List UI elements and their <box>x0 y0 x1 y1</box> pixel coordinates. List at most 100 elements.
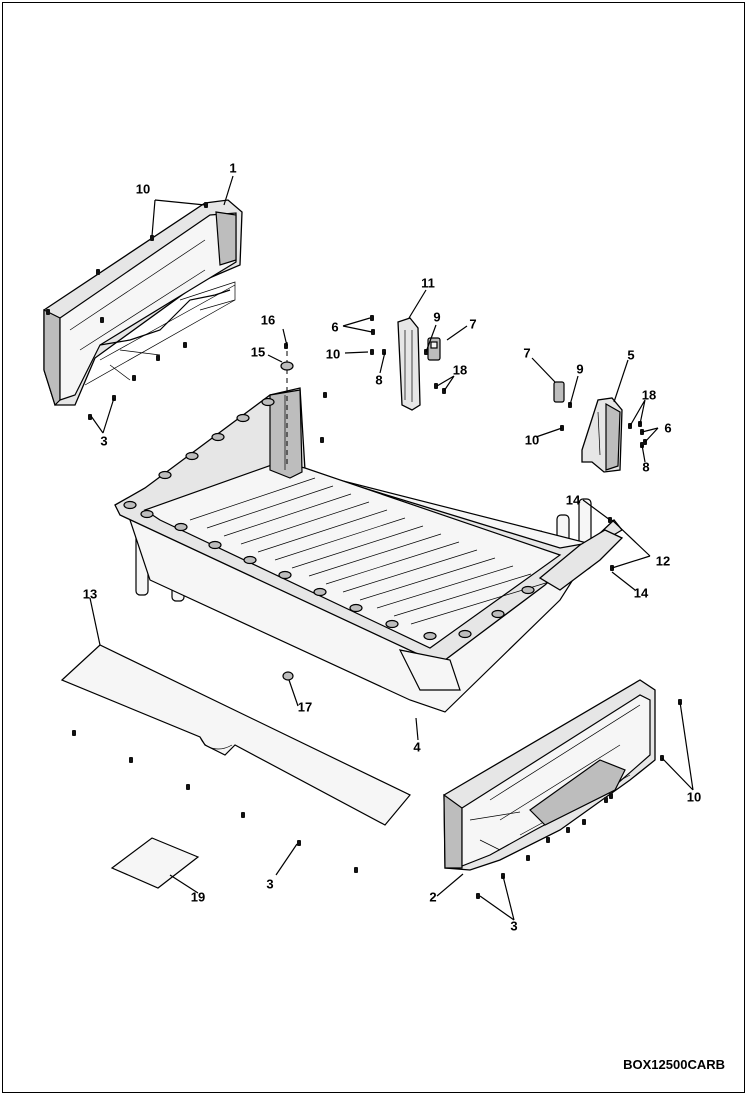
part-15-washer <box>280 361 294 371</box>
bolt-icon <box>150 235 154 241</box>
callout-13: 13 <box>82 586 98 602</box>
floor-rib <box>257 509 388 553</box>
part-7-latch-upper <box>427 337 441 361</box>
bolt-icon <box>100 317 104 323</box>
bolt-icon <box>566 827 570 833</box>
part-11-bracket <box>397 317 421 411</box>
callout-3: 3 <box>510 918 518 934</box>
bolt-icon <box>609 793 613 799</box>
part-19-decal <box>110 837 200 889</box>
bolt-icon <box>546 837 550 843</box>
bolt-icon <box>434 383 438 389</box>
rim-hole <box>208 540 222 550</box>
rim-hole <box>278 570 292 580</box>
rim-hole <box>123 500 137 510</box>
bolt-icon <box>156 355 160 361</box>
callout-1: 1 <box>229 160 237 176</box>
floor-rib <box>223 493 352 537</box>
bolt-icon <box>371 329 375 335</box>
part-5-corner-post <box>581 397 623 473</box>
callout-19: 19 <box>190 889 206 905</box>
callout-10: 10 <box>686 789 702 805</box>
floor-rib <box>376 565 514 609</box>
part-4-cargo-box <box>114 387 624 713</box>
callout-8: 8 <box>375 372 383 388</box>
bolt-icon <box>88 414 92 420</box>
bolt-icon <box>183 342 187 348</box>
rim-hole <box>261 397 275 407</box>
bolt-icon <box>526 855 530 861</box>
floor-rib <box>325 541 460 585</box>
figure-code: BOX12500CARB <box>623 1057 725 1072</box>
callout-11: 11 <box>421 275 435 291</box>
floor-rib <box>308 533 442 577</box>
rim-hole <box>521 585 535 595</box>
callout-7: 7 <box>523 345 531 361</box>
part-7-latch-right <box>553 381 565 403</box>
bolt-icon <box>186 784 190 790</box>
callout-6: 6 <box>664 420 672 436</box>
rim-hole <box>313 587 327 597</box>
bolt-icon <box>129 757 133 763</box>
bolt-icon <box>604 797 608 803</box>
part-13-mat <box>60 644 411 826</box>
rim-hole <box>236 413 250 423</box>
rim-hole <box>174 522 188 532</box>
rim-hole <box>211 432 225 442</box>
bolt-icon <box>96 269 100 275</box>
floor-rib <box>274 517 406 561</box>
rim-hole <box>349 603 363 613</box>
callout-12: 12 <box>655 553 671 569</box>
bolt-icon <box>46 309 50 315</box>
rim-hole <box>158 470 172 480</box>
rim-hole <box>185 451 199 461</box>
callout-10: 10 <box>325 346 341 362</box>
bolt-icon <box>323 392 327 398</box>
bolt-icon <box>320 437 324 443</box>
callout-18: 18 <box>452 362 468 378</box>
bolt-icon <box>132 375 136 381</box>
bolt-icon <box>370 315 374 321</box>
floor-rib <box>342 549 478 593</box>
bolt-icon <box>297 840 301 846</box>
floor-rib <box>240 501 370 545</box>
rim-hole <box>243 555 257 565</box>
rim-hole <box>385 619 399 629</box>
callout-3: 3 <box>266 876 274 892</box>
callout-14: 14 <box>633 585 649 601</box>
bolt-icon <box>241 812 245 818</box>
rim-hole <box>423 631 437 641</box>
bolt-icon <box>72 730 76 736</box>
callout-9: 9 <box>433 309 441 325</box>
floor-rib <box>291 525 424 569</box>
bolt-icon <box>582 819 586 825</box>
bolt-icon <box>354 867 358 873</box>
callout-10: 10 <box>524 432 540 448</box>
callout-8: 8 <box>642 459 650 475</box>
callout-5: 5 <box>627 347 635 363</box>
floor-rib <box>206 485 334 529</box>
bolt-icon <box>204 202 208 208</box>
callout-10: 10 <box>135 181 151 197</box>
floor-rib <box>359 557 496 601</box>
part-17-plug <box>282 671 294 681</box>
callout-16: 16 <box>260 312 276 328</box>
leader-lines <box>89 175 694 921</box>
floor-rib <box>189 477 316 521</box>
callout-18: 18 <box>641 387 657 403</box>
callout-2: 2 <box>429 889 437 905</box>
callout-6: 6 <box>331 319 339 335</box>
floor-rib <box>393 573 532 617</box>
rim-hole <box>140 509 154 519</box>
callout-9: 9 <box>576 361 584 377</box>
bolt-icon <box>370 349 374 355</box>
part-2-right-side-rail <box>443 679 656 871</box>
callout-3: 3 <box>100 433 108 449</box>
rim-hole <box>458 629 472 639</box>
rim-hole <box>491 609 505 619</box>
callout-7: 7 <box>469 316 477 332</box>
bolt-icon <box>476 893 480 899</box>
callout-14: 14 <box>565 492 581 508</box>
